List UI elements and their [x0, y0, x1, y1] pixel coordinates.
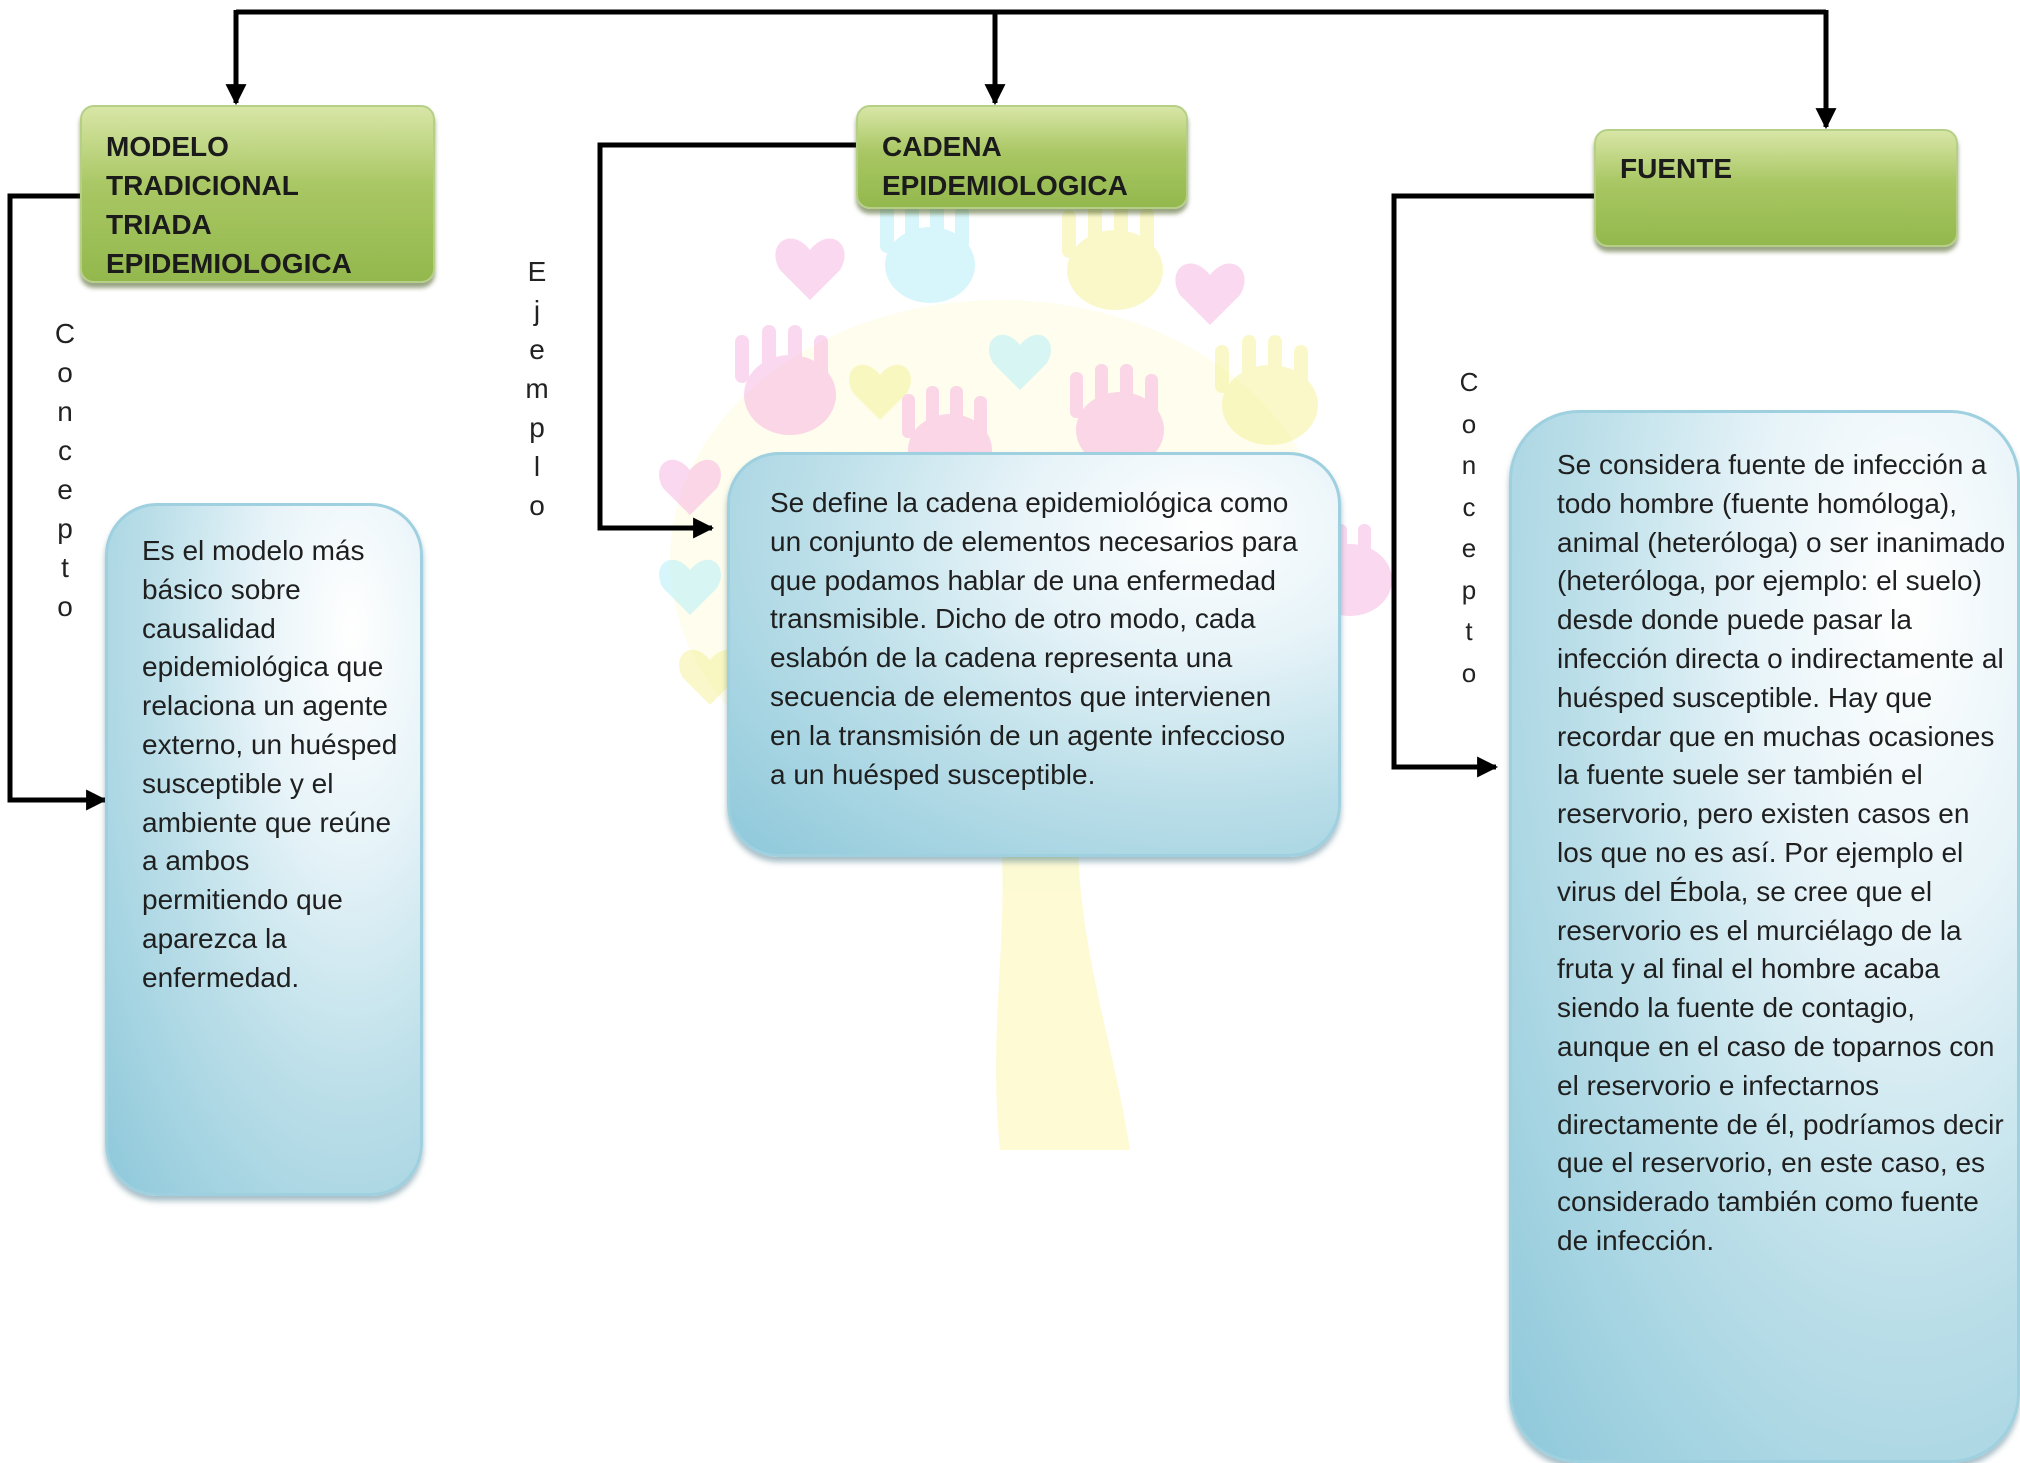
- label-letter: p: [529, 412, 545, 443]
- label-concepto-right: C o n c e p t o: [1456, 362, 1482, 694]
- node-modelo-tradicional: MODELO TRADICIONAL TRIADA EPIDEMIOLOGICA: [80, 105, 435, 283]
- label-letter: e: [529, 334, 545, 365]
- node-modelo-concepto: Es el modelo más básico sobre causalidad…: [105, 503, 423, 1196]
- label-letter: n: [57, 396, 73, 427]
- node-fuente-title: FUENTE: [1620, 153, 1732, 184]
- node-modelo-text: Es el modelo más básico sobre causalidad…: [142, 535, 398, 993]
- label-letter: c: [1462, 491, 1476, 522]
- label-letter: l: [533, 451, 541, 482]
- node-cadena-epidemiologica: CADENA EPIDEMIOLOGICA: [856, 105, 1188, 209]
- label-letter: t: [1465, 616, 1473, 646]
- label-letter: t: [61, 552, 69, 583]
- label-letter: j: [533, 295, 541, 326]
- node-fuente-concepto: Se considera fuente de infección a todo …: [1509, 410, 2020, 1463]
- label-letter: o: [57, 591, 73, 622]
- connector-fuente-concepto: [1391, 193, 1594, 778]
- node-cadena-ejemplo: Se define la cadena epidemiológica como …: [727, 452, 1341, 857]
- node-fuente-text: Se considera fuente de infección a todo …: [1557, 449, 2006, 1256]
- label-letter: e: [1461, 533, 1477, 563]
- label-letter: o: [57, 357, 73, 388]
- node-cadena-title: CADENA EPIDEMIOLOGICA: [882, 131, 1128, 201]
- label-letter: p: [57, 513, 73, 544]
- label-letter: C: [1459, 367, 1479, 397]
- label-letter: o: [1461, 657, 1477, 688]
- label-letter: p: [1461, 574, 1477, 605]
- label-letter: m: [525, 373, 549, 404]
- label-letter: E: [527, 256, 547, 287]
- node-modelo-title: MODELO TRADICIONAL TRIADA EPIDEMIOLOGICA: [106, 131, 352, 279]
- label-letter: e: [57, 474, 73, 505]
- label-ejemplo: E j e m p l o: [524, 252, 550, 525]
- label-letter: C: [54, 318, 76, 349]
- label-letter: c: [58, 435, 72, 466]
- connector-cadena-ejemplo: [597, 142, 857, 539]
- node-fuente: FUENTE: [1594, 129, 1958, 247]
- label-letter: o: [1461, 408, 1477, 439]
- label-letter: o: [529, 490, 545, 521]
- connector-modelo-concepto: [7, 193, 108, 811]
- label-concepto-left: C o n c e p t o: [52, 314, 78, 626]
- node-cadena-text: Se define la cadena epidemiológica como …: [770, 487, 1298, 790]
- label-letter: n: [1461, 450, 1477, 480]
